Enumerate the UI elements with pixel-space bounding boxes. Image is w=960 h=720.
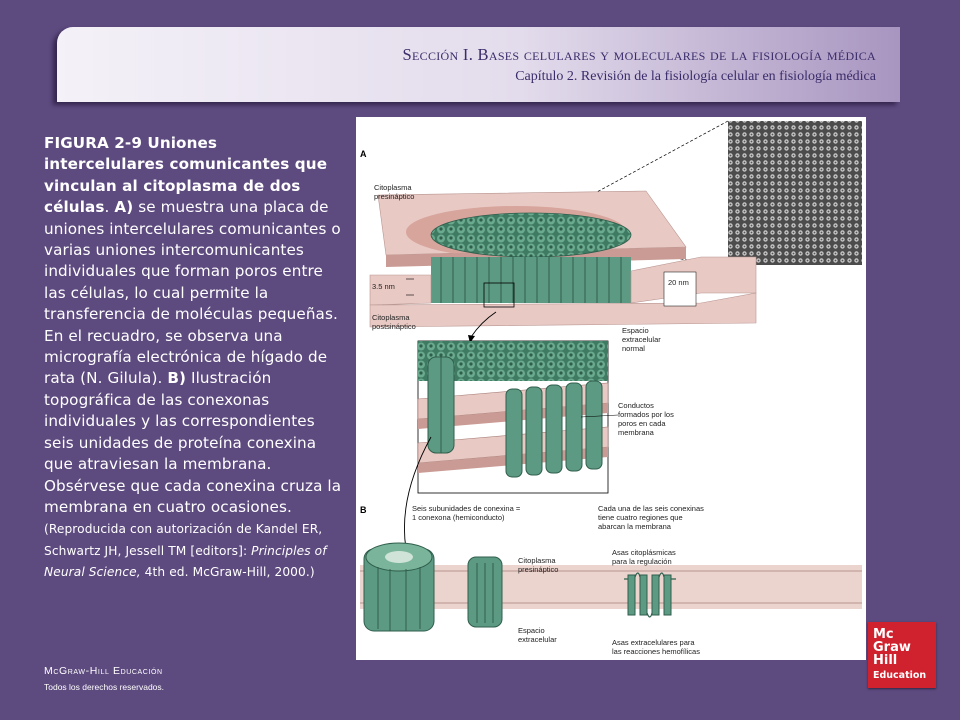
caption-a-text: se muestra una placa de uniones intercel… <box>44 198 341 388</box>
publisher-name: McGraw-Hill Educación <box>44 665 163 677</box>
chapter-title: Capítulo 2. Revisión de la fisiología ce… <box>515 69 876 84</box>
gap-junction-illustration: A C <box>360 120 862 656</box>
label-four-regions: Cada una de las seis conexinas tiene cua… <box>598 504 706 531</box>
section-title: Sección I. Bases celulares y moleculares… <box>402 45 876 64</box>
logo-line-1: Mc <box>873 627 894 642</box>
logo-line-3: Hill <box>873 653 898 668</box>
rights-notice: Todos los derechos reservados. <box>44 682 165 692</box>
connexin-topology <box>627 574 672 616</box>
mcgraw-hill-logo: Mc Graw Hill Education <box>868 622 936 688</box>
label-postsynaptic: Citoplasma postsináptico <box>372 313 416 331</box>
electron-micrograph <box>728 121 862 265</box>
caption-b-text: Ilustración topográfica de las conexonas… <box>44 369 342 516</box>
label-gap-20nm: 20 nm <box>668 278 689 287</box>
label-extra-loops: Asas extracelulares para las reacciones … <box>612 638 700 656</box>
membrane-band-b <box>360 565 862 609</box>
postsynaptic-membrane <box>369 292 757 328</box>
connexon-hemichannel <box>363 542 435 632</box>
label-extracellular-b: Espacio extracelular <box>518 626 557 644</box>
connexon-detail-view <box>417 340 609 494</box>
zoom-box <box>483 282 515 308</box>
label-gap-3-5nm: 3.5 nm <box>372 282 395 291</box>
panel-b-label: B <box>360 505 367 515</box>
caption-a-label: A) <box>114 198 134 217</box>
figure-caption: FIGURA 2-9 Uniones intercelulares comuni… <box>44 134 342 580</box>
caption-ref-pre: (Reproducida con autorización de Kandel … <box>44 522 323 558</box>
caption-ref-book: Principles of Neural Science, <box>44 543 327 580</box>
caption-ref-post: 4th ed. McGraw-Hill, 2000.) <box>140 565 315 580</box>
connexon-plaque <box>430 212 632 258</box>
label-extracellular-normal: Espacio extracelular normal <box>622 326 663 353</box>
logo-line-4: Education <box>873 670 927 681</box>
caption-reference: (Reproducida con autorización de Kandel … <box>44 522 327 579</box>
logo-line-2: Graw <box>873 640 911 655</box>
panel-a-label: A <box>360 149 367 159</box>
label-cyto-loops: Asas citoplásmicas para la regulación <box>612 548 678 566</box>
label-conducts: Conductos formados por los poros en cada… <box>618 401 676 437</box>
label-six-subunits: Seis subunidades de conexina = 1 conexon… <box>412 504 522 522</box>
label-presynaptic: Citoplasma presináptico <box>374 183 414 201</box>
header-bar: Sección I. Bases celulares y moleculares… <box>57 27 900 102</box>
caption-figure-title: FIGURA 2-9 Uniones intercelulares comuni… <box>44 134 328 217</box>
label-presynaptic-b: Citoplasma presináptico <box>518 556 558 574</box>
caption-b-label: B) <box>167 369 187 388</box>
figure-panel: A C <box>356 117 866 660</box>
connexin-subunit <box>467 556 503 628</box>
connexon-columns <box>431 257 631 303</box>
